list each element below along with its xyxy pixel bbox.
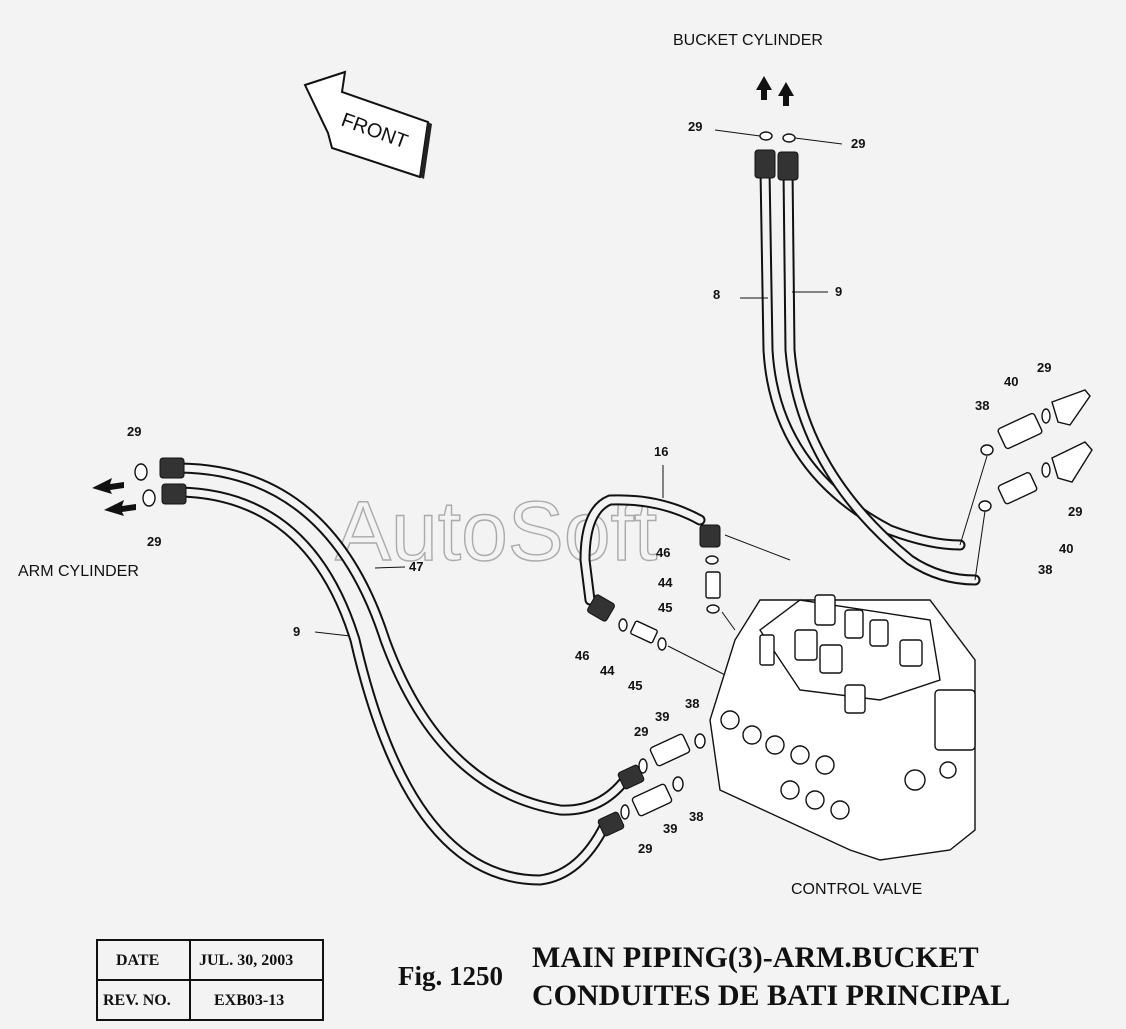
part-label-39: 39 xyxy=(663,821,677,836)
part-label-45: 45 xyxy=(658,600,672,615)
bucket-direction-arrows-icon xyxy=(756,76,794,106)
o-ring-38 xyxy=(978,500,992,512)
control-valve-label: CONTROL VALVE xyxy=(791,881,922,898)
hose-16-end-upper xyxy=(699,524,721,548)
connector-44 xyxy=(705,571,721,599)
part-label-39: 39 xyxy=(655,709,669,724)
front-arrow-icon xyxy=(303,70,432,179)
date-label: DATE xyxy=(116,952,159,969)
o-ring-45 xyxy=(657,637,667,651)
o-ring-46 xyxy=(618,618,628,632)
part-label-29: 29 xyxy=(147,534,161,549)
part-label-29: 29 xyxy=(851,136,865,151)
date-value: JUL. 30, 2003 xyxy=(199,952,293,969)
part-label-29: 29 xyxy=(688,119,702,134)
part-label-29: 29 xyxy=(1037,360,1051,375)
o-ring-29 xyxy=(759,131,773,141)
part-label-9: 9 xyxy=(835,284,842,299)
part-label-38: 38 xyxy=(1038,562,1052,577)
o-ring-29 xyxy=(134,463,148,481)
o-ring-46 xyxy=(705,555,719,565)
part-label-47: 47 xyxy=(409,559,423,574)
o-ring-38 xyxy=(694,733,706,749)
part-label-38: 38 xyxy=(685,696,699,711)
part-label-8: 8 xyxy=(713,287,720,302)
part-label-44: 44 xyxy=(658,575,673,590)
bucket-hose-end-8 xyxy=(754,149,776,179)
hose-16 xyxy=(579,494,706,606)
figure-title-en: MAIN PIPING(3)-ARM.BUCKET xyxy=(532,941,979,974)
arm-hose-9 xyxy=(174,486,611,886)
bucket-cylinder-label: BUCKET CYLINDER xyxy=(673,32,823,49)
o-ring-29 xyxy=(142,489,156,507)
part-label-45: 45 xyxy=(628,678,642,693)
adapter-39-upper xyxy=(649,733,691,767)
o-ring-29 xyxy=(638,758,648,774)
arm-cylinder-label: ARM CYLINDER xyxy=(18,563,139,580)
connector-44 xyxy=(630,620,658,644)
part-label-38: 38 xyxy=(689,809,703,824)
arm-hose-end-9 xyxy=(161,483,187,505)
arm-hose-end-47 xyxy=(159,457,185,479)
figure-number: Fig. 1250 xyxy=(398,961,503,991)
arm-hose-47 xyxy=(174,462,631,816)
arm-hose-fitting-lower xyxy=(597,811,625,837)
o-ring-29 xyxy=(1041,462,1051,478)
arm-hose-fitting-upper xyxy=(617,764,645,790)
hose-16-end-lower xyxy=(587,594,615,622)
info-table xyxy=(96,939,324,1021)
hose-end-upper xyxy=(1051,389,1091,426)
part-label-29: 29 xyxy=(1068,504,1082,519)
o-ring-38 xyxy=(980,444,994,456)
part-label-29: 29 xyxy=(638,841,652,856)
arm-direction-arrows-icon xyxy=(92,478,136,516)
part-label-16: 16 xyxy=(654,444,668,459)
o-ring-45 xyxy=(706,604,720,614)
adapter-39-lower xyxy=(631,783,673,817)
adapter-40-upper xyxy=(997,412,1043,450)
rev-label: REV. NO. xyxy=(103,992,171,1009)
figure-title-fr: CONDUITES DE BATI PRINCIPAL xyxy=(532,979,1010,1012)
part-label-46: 46 xyxy=(575,648,589,663)
part-label-46: 46 xyxy=(656,545,670,560)
part-label-38: 38 xyxy=(975,398,989,413)
bucket-hose-9 xyxy=(782,164,981,586)
o-ring-29 xyxy=(1041,408,1051,424)
part-label-29: 29 xyxy=(127,424,141,439)
part-label-44: 44 xyxy=(600,663,615,678)
bucket-hose-end-9 xyxy=(777,151,799,181)
o-ring-38 xyxy=(672,776,684,792)
adapter-40-lower xyxy=(997,472,1038,505)
part-label-9: 9 xyxy=(293,624,300,639)
control-valve xyxy=(709,594,976,861)
hose-end-lower xyxy=(1051,441,1093,483)
o-ring-29 xyxy=(620,804,630,820)
rev-value: EXB03-13 xyxy=(214,992,284,1009)
o-ring-29 xyxy=(782,133,796,143)
part-label-29: 29 xyxy=(634,724,648,739)
part-label-40: 40 xyxy=(1004,374,1018,389)
part-label-40: 40 xyxy=(1059,541,1073,556)
